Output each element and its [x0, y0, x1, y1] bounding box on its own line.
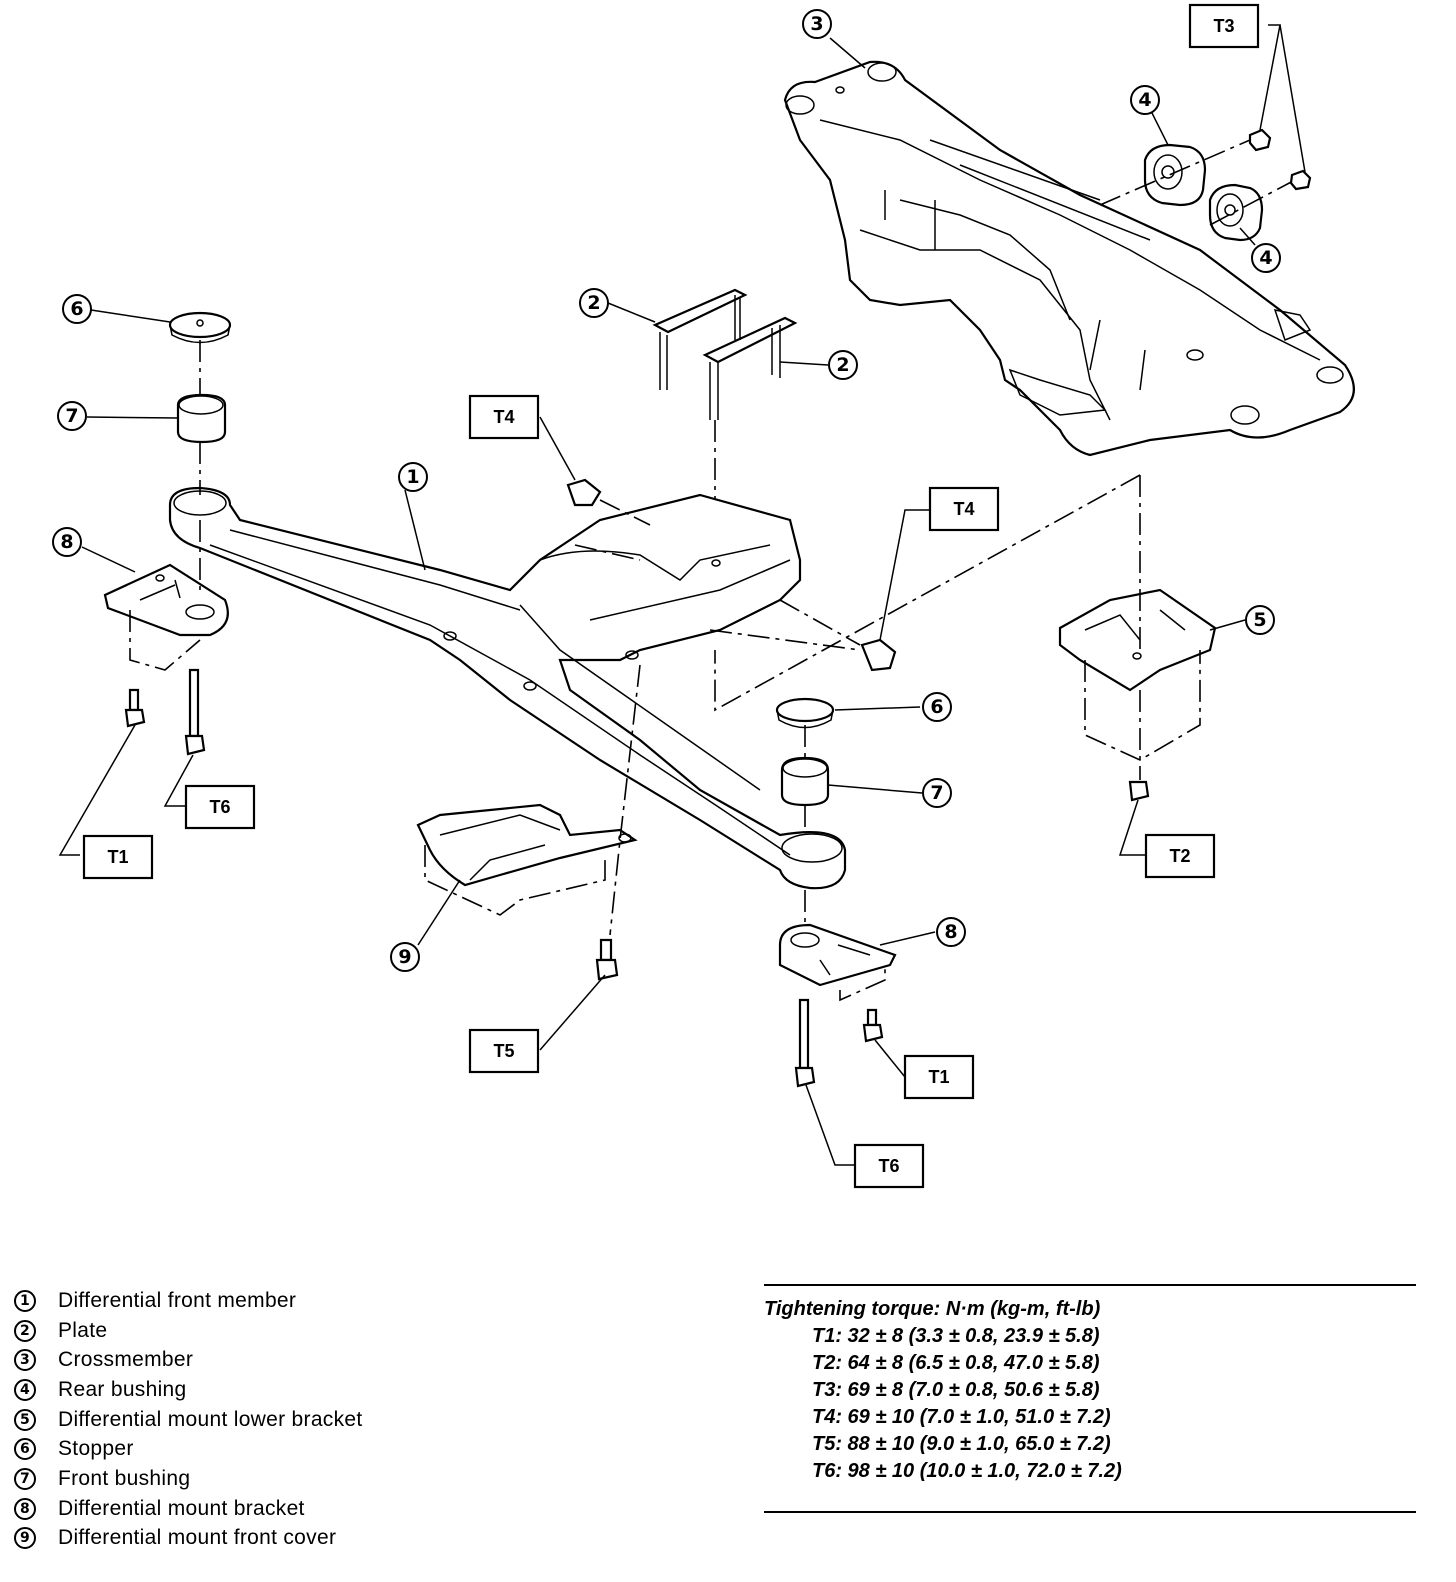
- front-cover-drawing: [416, 664, 641, 981]
- legend-number: 4: [14, 1378, 36, 1401]
- callout-4-lower: 4: [1251, 243, 1281, 273]
- legend-item: 1 Differential front member: [14, 1286, 574, 1316]
- svg-text:7: 7: [930, 782, 943, 804]
- svg-text:T1: T1: [928, 1067, 949, 1087]
- svg-text:2: 2: [836, 354, 849, 376]
- svg-text:8: 8: [60, 531, 73, 553]
- svg-text:T4: T4: [953, 499, 974, 519]
- exploded-parts-diagram: 1 2 2 3 4 4 5 6 6 7 7 8 8 9 T3 T4 T4 T6 …: [52, 3, 1355, 1189]
- torque-tag-t3: T3: [1188, 3, 1260, 49]
- legend-item: 5 Differential mount lower bracket: [14, 1405, 574, 1435]
- svg-text:7: 7: [65, 405, 78, 427]
- legend-number: 5: [14, 1408, 36, 1431]
- callout-7-left: 7: [57, 401, 87, 431]
- rear-bushing-drawing: [1099, 128, 1312, 242]
- legend-label: Plate: [58, 1318, 108, 1342]
- torque-tag-t1-right: T1: [903, 1054, 975, 1100]
- callout-5: 5: [1245, 605, 1275, 635]
- torque-row-t6: T6: 98 ± 10 (10.0 ± 1.0, 72.0 ± 7.2): [812, 1460, 1122, 1482]
- legend-number: 8: [14, 1497, 36, 1520]
- svg-text:8: 8: [944, 921, 957, 943]
- legend-number: 6: [14, 1438, 36, 1461]
- torque-title: Tightening torque: N·m (kg-m, ft-lb): [764, 1298, 1101, 1320]
- callout-2-upper: 2: [579, 288, 609, 318]
- torque-tag-t5: T5: [468, 1028, 540, 1074]
- t4-bolts-drawing: [566, 478, 897, 672]
- plate-drawing: [652, 288, 798, 560]
- callout-7-right: 7: [922, 778, 952, 808]
- legend-label: Differential mount bracket: [58, 1496, 305, 1520]
- legend-number: 3: [14, 1349, 36, 1372]
- legend-item: 2 Plate: [14, 1316, 574, 1346]
- callout-6-left: 6: [62, 294, 92, 324]
- torque-tag-t4-right: T4: [928, 486, 1000, 532]
- svg-text:4: 4: [1259, 247, 1272, 269]
- svg-text:T3: T3: [1213, 16, 1234, 36]
- torque-specification: Tightening torque: N·m (kg-m, ft-lb) T1:…: [764, 1284, 1416, 1513]
- legend-label: Differential mount lower bracket: [58, 1407, 363, 1431]
- svg-text:T1: T1: [107, 847, 128, 867]
- left-stopper-bushing-drawing: [168, 311, 232, 495]
- legend-item: 6 Stopper: [14, 1434, 574, 1464]
- legend-number: 9: [14, 1527, 36, 1550]
- differential-front-member-drawing: [168, 486, 847, 890]
- legend-label: Rear bushing: [58, 1377, 187, 1401]
- legend-item: 3 Crossmember: [14, 1345, 574, 1375]
- svg-text:6: 6: [930, 696, 943, 718]
- callout-4-upper: 4: [1130, 85, 1160, 115]
- callout-3: 3: [802, 9, 832, 39]
- svg-text:5: 5: [1253, 609, 1266, 631]
- callout-2-lower: 2: [828, 350, 858, 380]
- svg-text:4: 4: [1138, 89, 1151, 111]
- legend-item: 8 Differential mount bracket: [14, 1494, 574, 1524]
- torque-tag-t1-left: T1: [82, 834, 154, 880]
- torque-row-t3: T3: 69 ± 8 (7.0 ± 0.8, 50.6 ± 5.8): [812, 1379, 1100, 1401]
- legend-label: Stopper: [58, 1437, 134, 1461]
- parts-legend: 1 Differential front member 2 Plate 3 Cross…: [14, 1286, 574, 1553]
- svg-text:6: 6: [70, 298, 83, 320]
- legend-number: 7: [14, 1467, 36, 1490]
- svg-text:3: 3: [810, 13, 823, 35]
- torque-row-t5: T5: 88 ± 10 (9.0 ± 1.0, 65.0 ± 7.2): [812, 1433, 1111, 1455]
- torque-tag-t6-right: T6: [853, 1143, 925, 1189]
- callout-8-right: 8: [936, 917, 966, 947]
- svg-text:9: 9: [398, 946, 411, 968]
- legend-item: 7 Front bushing: [14, 1464, 574, 1494]
- right-mount-bracket-drawing: [778, 890, 897, 1088]
- svg-text:1: 1: [406, 466, 419, 488]
- legend-number: 1: [14, 1289, 36, 1312]
- legend-label: Differential front member: [58, 1288, 297, 1312]
- legend-label: Crossmember: [58, 1348, 194, 1372]
- svg-text:T6: T6: [878, 1156, 899, 1176]
- svg-text:T5: T5: [493, 1041, 514, 1061]
- legend-label: Front bushing: [58, 1466, 191, 1490]
- svg-text:T6: T6: [209, 797, 230, 817]
- torque-row-t1: T1: 32 ± 8 (3.3 ± 0.8, 23.9 ± 5.8): [812, 1325, 1100, 1347]
- callout-6-right: 6: [922, 692, 952, 722]
- legend-item: 9 Differential mount front cover: [14, 1524, 574, 1554]
- right-stopper-bushing-drawing: [775, 697, 835, 830]
- svg-text:T2: T2: [1169, 846, 1190, 866]
- torque-tag-t4-left: T4: [468, 394, 540, 440]
- torque-row-t4: T4: 69 ± 10 (7.0 ± 1.0, 51.0 ± 7.2): [812, 1406, 1111, 1428]
- legend-label: Differential mount front cover: [58, 1526, 337, 1550]
- torque-tag-t6-left: T6: [184, 784, 256, 830]
- left-mount-bracket-drawing: [103, 520, 229, 756]
- crossmember-drawing: [783, 60, 1355, 457]
- callout-1: 1: [398, 462, 428, 492]
- legend-item: 4 Rear bushing: [14, 1375, 574, 1405]
- svg-text:2: 2: [587, 292, 600, 314]
- torque-tag-t2: T2: [1144, 833, 1216, 879]
- legend-number: 2: [14, 1319, 36, 1342]
- callout-8-left: 8: [52, 527, 82, 557]
- leader-lines: [58, 24, 1306, 1166]
- lower-bracket-drawing: [714, 474, 1217, 802]
- callout-9: 9: [390, 942, 420, 972]
- torque-row-t2: T2: 64 ± 8 (6.5 ± 0.8, 47.0 ± 5.8): [812, 1352, 1100, 1374]
- svg-text:T4: T4: [493, 407, 514, 427]
